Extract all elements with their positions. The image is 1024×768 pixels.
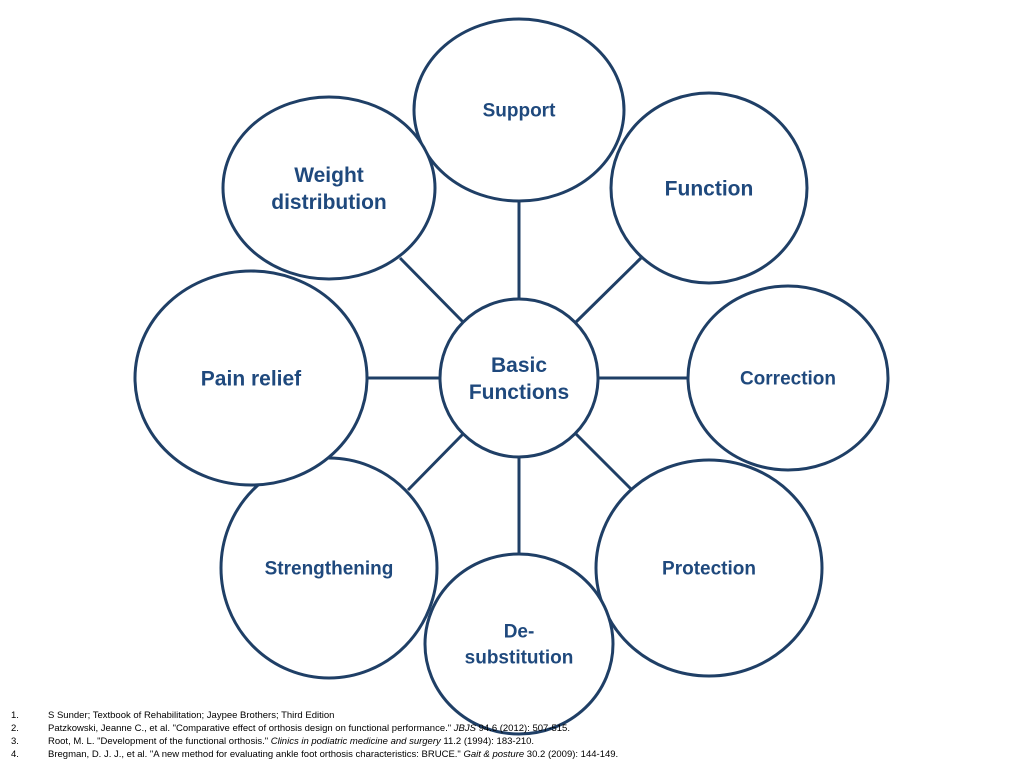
node-protection-circle [594,458,824,678]
node-function: Function [609,91,809,285]
center-node-label: Basic [491,354,547,377]
node-correction-label: Correction [740,369,836,390]
reference-segment: S Sunder; Textbook of Rehabilitation; Ja… [48,710,335,721]
reference-item: 2. Patzkowski, Jeanne C., et al. "Compara… [0,722,1024,735]
center-circle [438,297,600,459]
node-support: Support [412,17,626,203]
reference-journal: Gait & posture [463,749,525,760]
reference-segment: Bregman, D. J. J., et al. "A new method … [48,749,464,760]
reference-number: 4. [11,749,19,760]
reference-segment: 30.2 (2009): 144-149. [524,749,619,760]
node-correction: Correction [686,284,890,472]
node-strengthening-label: Strengthening [265,559,394,580]
reference-text: S Sunder; Textbook of Rehabilitation; Ja… [48,709,334,722]
diagram-nodes: SupportFunctionCorrectionProtectionDe-su… [133,17,890,736]
connector-lines [367,202,688,553]
node-protection: Protection [594,458,824,678]
reference-number: 3. [11,736,19,747]
node-weight-distribution-circle [221,95,437,281]
connector-function [574,256,643,324]
node-de-substitution-label: substitution [465,648,574,669]
connector-protection [574,432,634,492]
node-pain-relief: Pain relief [133,269,369,487]
node-protection-label: Protection [662,559,756,580]
node-support-label: Support [483,101,556,122]
node-correction-circle [686,284,890,472]
node-de-substitution-circle [423,552,615,736]
connector-weight-distribution [398,256,465,324]
node-function-label: Function [665,177,754,200]
node-weight-distribution: Weight distribution [221,95,437,281]
node-strengthening: Strengthening [219,456,439,680]
node-weight-distribution-label: distribution [271,191,386,214]
center-node-label: Functions [469,381,569,404]
node-de-substitution-label: De- [504,622,535,643]
node-function-circle [609,91,809,285]
reference-journal: Clinics in podiatric medicine and surger… [270,736,441,747]
reference-item: 1. S Sunder; Textbook of Rehabilitation; … [0,709,1024,722]
reference-text: Bregman, D. J. J., et al. "A new method … [48,748,618,761]
reference-text: Patzkowski, Jeanne C., et al. "Comparati… [48,722,570,735]
connector-strengthening [406,432,465,492]
reference-segment: Root, M. L. "Development of the function… [48,736,271,747]
reference-segment: 11.2 (1994): 183-210. [440,736,535,747]
node-weight-distribution-label: Weight [294,164,364,187]
reference-journal: JBJS [453,723,476,734]
node-de-substitution: De-substitution [423,552,615,736]
reference-text: Root, M. L. "Development of the function… [48,735,534,748]
reference-segment: Patzkowski, Jeanne C., et al. "Comparati… [48,723,454,734]
node-pain-relief-circle [133,269,369,487]
references-list: 1. S Sunder; Textbook of Rehabilitation; … [0,709,1024,761]
reference-number: 1. [11,710,19,721]
reference-number: 2. [11,723,19,734]
node-support-circle [412,17,626,203]
reference-item: 3. Root, M. L. "Development of the functi… [0,735,1024,748]
node-pain-relief-label: Pain relief [201,367,302,390]
reference-item: 4. Bregman, D. J. J., et al. "A new metho… [0,748,1024,761]
reference-segment: 94.6 (2012): 507-515. [475,723,570,734]
